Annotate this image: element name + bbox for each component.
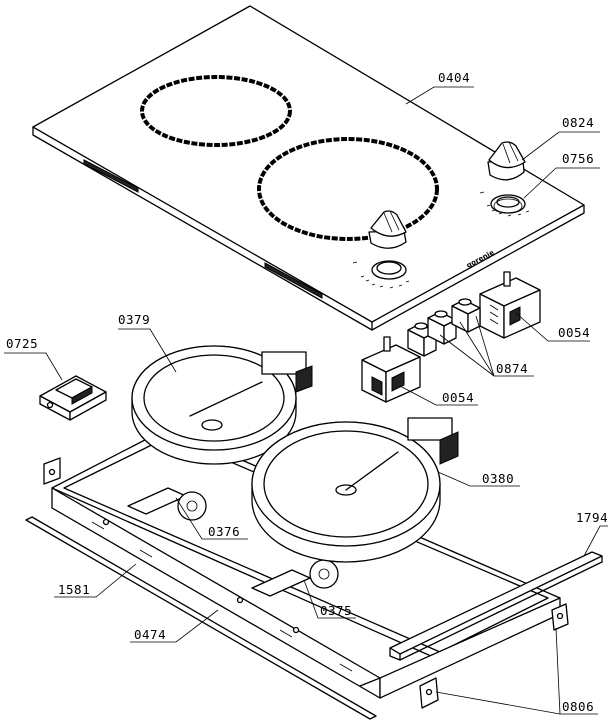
radiant-heater-small [131,345,313,465]
side-rail [389,551,603,661]
label-0054-left: 0054 [442,390,474,405]
knob-ring [490,194,526,214]
label-0806: 0806 [562,699,594,714]
label-0054-right: 0054 [558,325,590,340]
leader-lines [4,86,608,715]
radiant-heater-large [251,417,459,563]
mounting-bracket-right [551,603,569,631]
label-0725: 0725 [6,336,38,351]
rear-knob [487,141,526,181]
label-0375: 0375 [320,603,352,618]
label-1794: 1794 [576,510,608,525]
label-0824: 0824 [562,115,594,130]
part-labels: 0404 0824 0756 0725 0379 0054 0874 0054 … [6,70,608,714]
label-0404: 0404 [438,70,470,85]
label-0379: 0379 [118,312,150,327]
cooking-zone-large [257,137,439,241]
label-0874: 0874 [496,361,528,376]
front-knob [368,210,407,249]
spring-clip-left [127,487,207,521]
seal-strip [25,516,377,720]
energy-regulator-right [479,271,541,339]
label-0474: 0474 [134,627,166,642]
mounting-bracket-front [419,677,439,709]
indicator-lamp-group [407,298,481,357]
energy-regulator-left [361,336,421,403]
glass-hob-top: gorenje [32,5,585,331]
terminal-block [39,375,107,421]
cooking-zone-small [140,75,292,147]
label-1581: 1581 [58,582,90,597]
label-0380: 0380 [482,471,514,486]
label-0756: 0756 [562,151,594,166]
label-0376: 0376 [208,524,240,539]
